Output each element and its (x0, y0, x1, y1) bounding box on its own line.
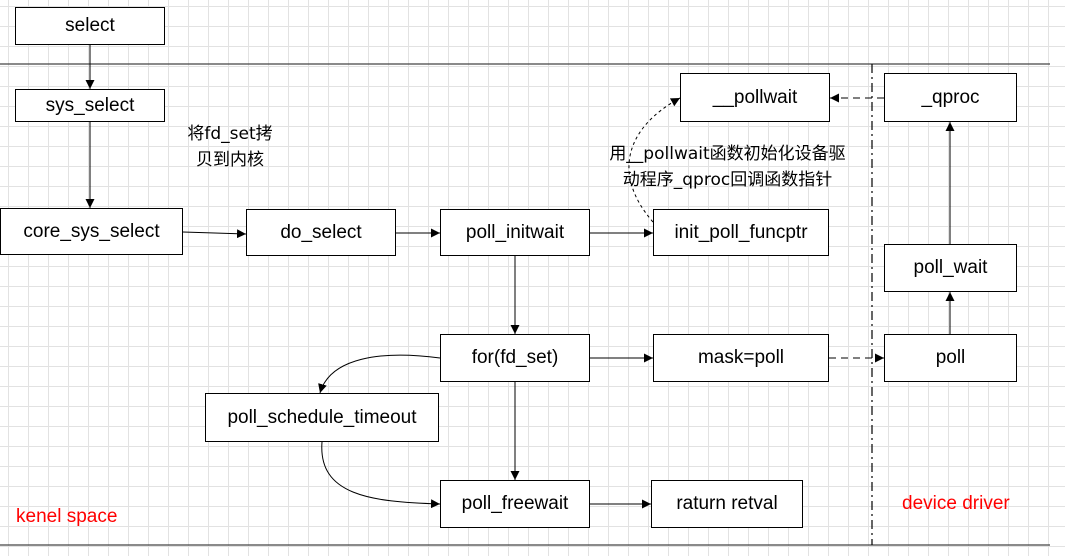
edge-timeout-freewait (321, 441, 441, 509)
note-init-line-2: 动程序_qproc回调函数指针 (622, 170, 833, 190)
node-poll-schedule-timeout: poll_schedule_timeout (205, 393, 439, 442)
node-return-retval: raturn retval (651, 480, 803, 528)
note-init-line-1: 用__pollwait函数初始化设备驱 (609, 144, 846, 164)
node-core-sys-select: core_sys_select (0, 208, 183, 255)
node-poll-freewait: poll_freewait (440, 480, 590, 528)
note-copy-line-2: 贝到内核 (196, 150, 264, 170)
edge-for-timeout (318, 354, 441, 394)
node-poll-wait: poll_wait (884, 244, 1017, 292)
node-select: select (15, 7, 165, 45)
node-poll-initwait: poll_initwait (440, 209, 590, 256)
note-copy-line-1: 将fd_set拷 (187, 124, 273, 144)
node-pollwait: __pollwait (680, 73, 830, 122)
label-kernel-space: kenel space (16, 506, 118, 527)
label-device-driver: device driver (902, 493, 1010, 514)
note-init-pollwait: 用__pollwait函数初始化设备驱 动程序_qproc回调函数指针 (590, 141, 865, 193)
node-sys-select: sys_select (15, 89, 165, 122)
node-do-select: do_select (246, 209, 396, 256)
edge-core-do-select (182, 229, 247, 239)
node-poll: poll (884, 334, 1017, 382)
node-init-poll-funcptr: init_poll_funcptr (653, 209, 829, 256)
edge-funcptr-pollwait (628, 97, 681, 223)
node-mask-poll: mask=poll (653, 334, 829, 382)
note-copy-fd-set: 将fd_set拷 贝到内核 (180, 121, 280, 173)
node-qproc: _qproc (884, 73, 1017, 122)
node-for-fd-set: for(fd_set) (440, 334, 590, 382)
